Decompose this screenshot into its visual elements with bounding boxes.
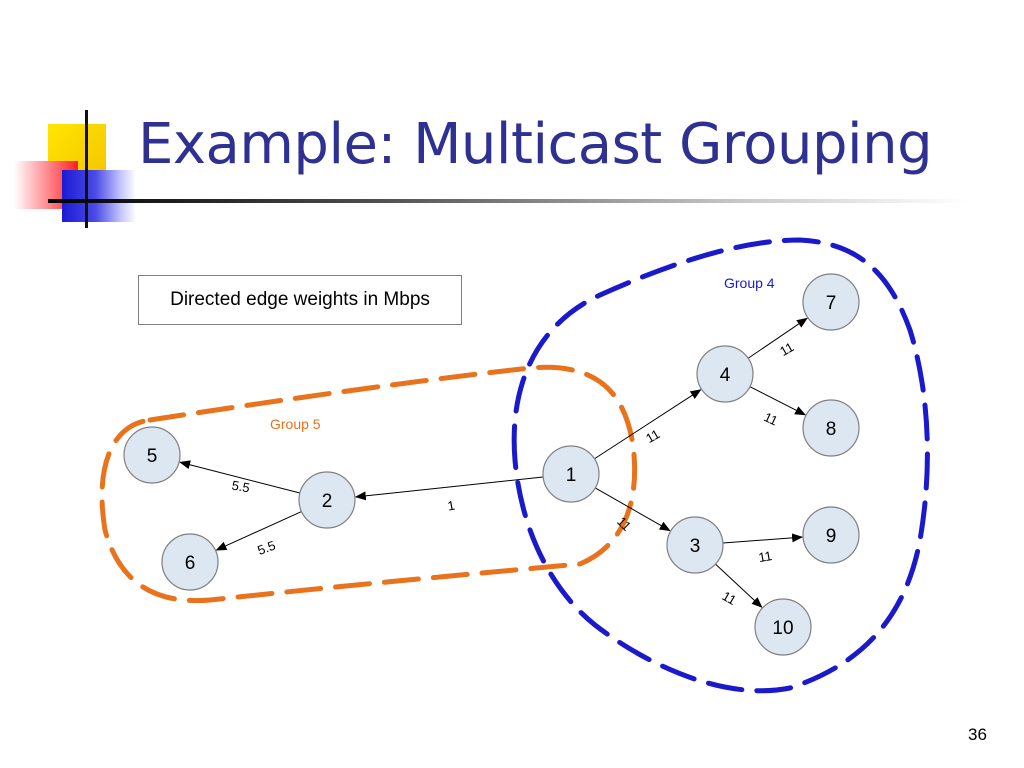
page-number: 36: [968, 725, 987, 744]
edge-1-to-2: [354, 476, 544, 501]
node-6-label: 6: [185, 553, 196, 574]
edge-weight-4-to-7: 11: [777, 339, 796, 359]
node-9-circle: [802, 506, 860, 564]
edge-weight-1-to-4: 11: [643, 426, 662, 446]
node-2: 2: [298, 471, 356, 529]
node-6-circle: [161, 533, 219, 591]
node-4-label: 4: [720, 365, 731, 386]
edge-weight-3-to-9: 11: [757, 548, 773, 565]
node-4-circle: [696, 345, 754, 403]
node-9: 9: [802, 506, 860, 564]
edge-1-to-4: [594, 389, 702, 460]
node-9-label: 9: [826, 526, 837, 547]
edge-4-to-7: [747, 317, 808, 359]
group-5-label: Group 5: [270, 416, 321, 432]
title-ornament-blue-bar: [62, 170, 136, 222]
legend-text: Directed edge weights in Mbps: [170, 289, 430, 310]
node-8-label: 8: [826, 419, 837, 440]
node-7-circle: [802, 273, 860, 331]
node-10-circle: [754, 598, 812, 656]
node-2-label: 2: [322, 491, 333, 512]
edge-2-to-6: [215, 511, 302, 551]
edge-weight-4-to-8: 11: [762, 409, 781, 428]
node-8-circle: [802, 399, 860, 457]
edge-2-to-5: [179, 460, 301, 494]
group-4-label: Group 4: [724, 275, 775, 291]
node-5-circle: [123, 426, 181, 484]
legend-box: Directed edge weights in Mbps: [138, 275, 462, 325]
node-1-circle: [542, 445, 600, 503]
node-3-label: 3: [690, 536, 701, 557]
title-ornament-vertical-line: [85, 110, 88, 228]
edge-weight-3-to-10: 11: [720, 588, 739, 608]
node-2-circle: [298, 471, 356, 529]
edge-1-to-3: [595, 487, 671, 532]
node-4: 4: [696, 345, 754, 403]
node-layer: 1 2 3 4 5 6 7 8 9 10: [123, 273, 860, 656]
node-10: 10: [754, 598, 812, 656]
node-3-circle: [666, 516, 724, 574]
node-10-label: 10: [772, 618, 793, 639]
node-1-label: 1: [566, 465, 577, 486]
node-7-label: 7: [826, 293, 837, 314]
node-7: 7: [802, 273, 860, 331]
group-4-boundary: [511, 237, 930, 694]
edge-3-to-10: [715, 563, 763, 608]
node-5-label: 5: [147, 446, 158, 467]
edge-weight-1-to-2: 1: [446, 498, 456, 514]
edge-weight-2-to-5: 5.5: [231, 478, 251, 496]
node-3: 3: [666, 516, 724, 574]
node-5: 5: [123, 426, 181, 484]
node-8: 8: [802, 399, 860, 457]
edge-4-to-8: [749, 386, 807, 416]
slide-title: Example: Multicast Grouping: [138, 112, 933, 177]
group-5-boundary: [99, 364, 638, 604]
node-1: 1: [542, 445, 600, 503]
edge-weight-2-to-6: 5.5: [255, 538, 277, 558]
edge-3-to-9: [722, 533, 804, 544]
title-underline: [48, 199, 968, 203]
node-6: 6: [161, 533, 219, 591]
